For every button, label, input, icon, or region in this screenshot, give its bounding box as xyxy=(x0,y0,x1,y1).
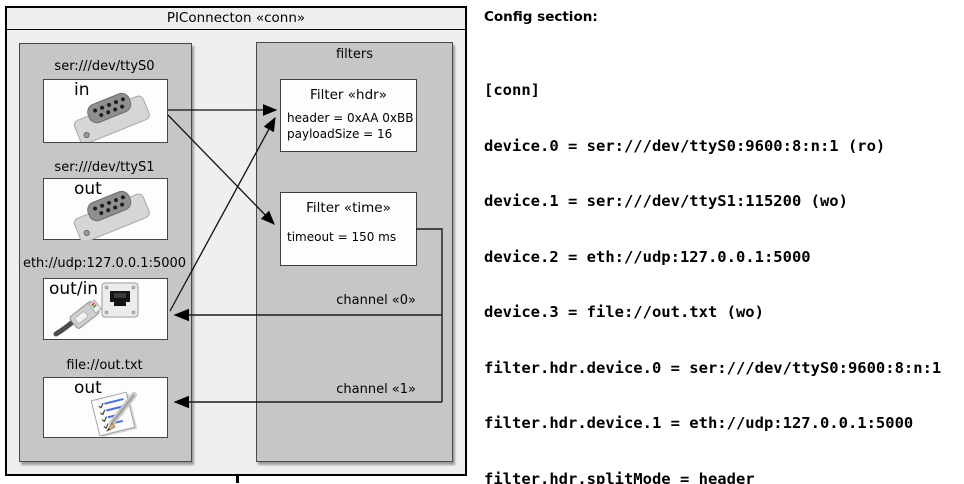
device-url-file: file://out.txt xyxy=(66,358,143,373)
channel-1-label: channel «1» xyxy=(336,382,416,397)
device-url-eth: eth://udp:127.0.0.1:5000 xyxy=(22,256,187,271)
filter-title-time: Filter «time» xyxy=(306,200,391,216)
config-line: filter.hdr.splitMode = header xyxy=(484,469,755,484)
device-role-label: out xyxy=(74,179,102,199)
filters-panel-label: filters xyxy=(335,47,373,62)
device-role-label: out xyxy=(74,378,102,398)
config-line: [conn] xyxy=(484,81,540,99)
ethernet-port-icon xyxy=(101,282,139,318)
device-box-ttys1: out xyxy=(43,178,168,240)
config-line: device.1 = ser:///dev/ttyS1:115200 (wo) xyxy=(484,192,848,210)
filter-box-hdr: Filter «hdr» header = 0xAA 0xBB payloadS… xyxy=(280,79,417,152)
filter-box-time: Filter «time» timeout = 150 ms xyxy=(280,192,417,266)
channel-0-label: channel «0» xyxy=(336,293,416,308)
device-url-ttys0: ser:///dev/ttyS0 xyxy=(54,59,155,74)
config-line: filter.hdr.device.0 = ser:///dev/ttyS0:9… xyxy=(484,358,942,377)
config-section-heading: Config section: xyxy=(484,9,598,25)
device-box-ttys0: in xyxy=(43,79,168,143)
device-role-label: in xyxy=(74,80,90,100)
pencil-icon xyxy=(105,392,137,432)
filter-title-hdr: Filter «hdr» xyxy=(310,87,387,103)
config-line: device.2 = eth://udp:127.0.0.1:5000 xyxy=(484,247,811,266)
filter-property: timeout = 150 ms xyxy=(287,230,397,244)
device-box-eth: out/in xyxy=(43,278,168,340)
device-role-label: out/in xyxy=(49,279,99,299)
serial-connector-icon xyxy=(73,92,150,142)
frame-anchor-tick xyxy=(236,476,239,483)
serial-connector-icon xyxy=(73,190,150,240)
notepad-icon xyxy=(90,391,138,437)
config-line: device.0 = ser:///dev/ttyS0:9600:8:n:1 (… xyxy=(484,136,886,155)
diagram-title: PIConnecton «conn» xyxy=(7,8,465,30)
device-box-file: out xyxy=(43,377,168,438)
config-listing: [conn] device.0 = ser:///dev/ttyS0:9600:… xyxy=(484,44,951,484)
config-line: filter.hdr.device.1 = eth://udp:127.0.0.… xyxy=(484,414,914,432)
filter-property: payloadSize = 16 xyxy=(287,126,393,141)
device-url-ttys1: ser:///dev/ttyS1 xyxy=(54,160,155,175)
filter-property: header = 0xAA 0xBB xyxy=(287,111,414,125)
config-line: device.3 = file://out.txt (wo) xyxy=(484,303,764,321)
ethernet-plug-icon xyxy=(53,299,103,337)
